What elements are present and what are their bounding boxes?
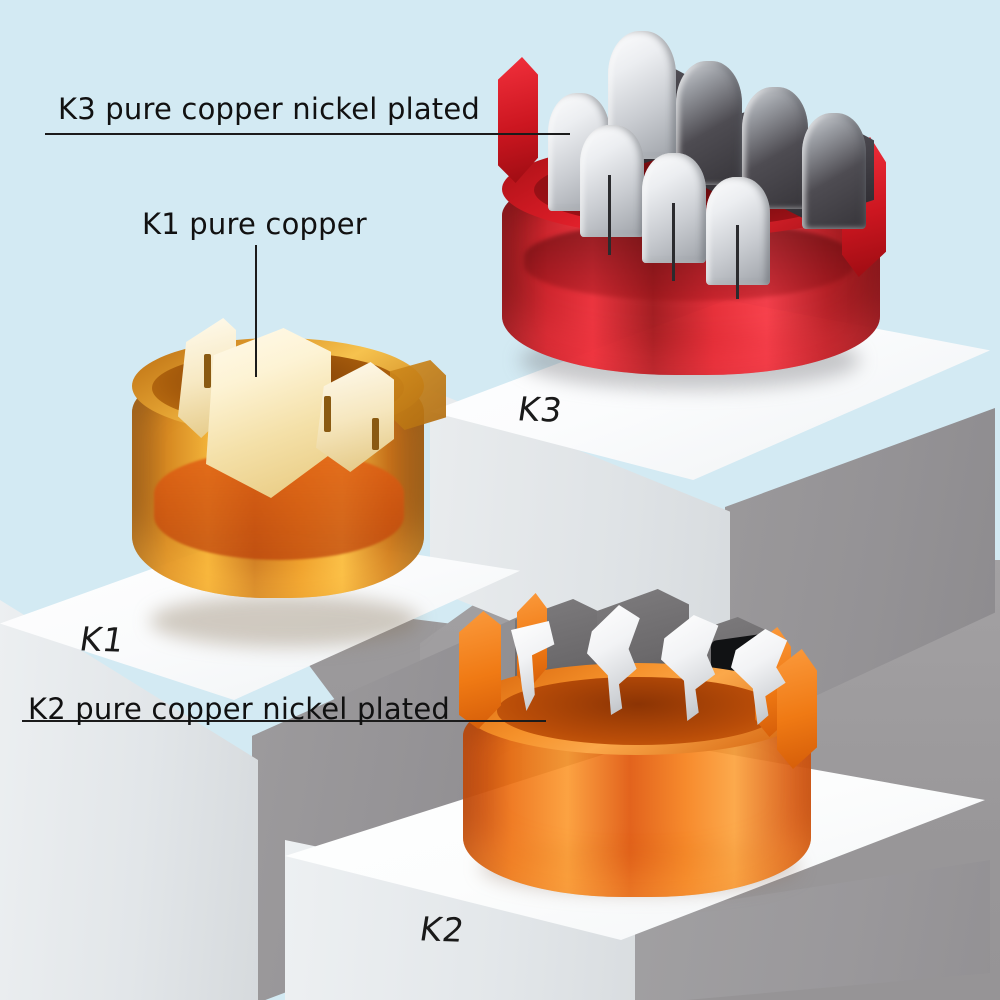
connector-k3-pin-1 <box>608 175 611 255</box>
leader-line-k1 <box>255 245 257 377</box>
annotation-label-k2: K2 pure copper nickel plated <box>28 692 451 726</box>
connector-k1-side-tab <box>390 360 446 430</box>
connector-k3-blade-front-1 <box>580 125 644 237</box>
connector-k3 <box>490 25 900 385</box>
connector-k2-wall-right <box>777 649 817 769</box>
connector-k3-wall-left <box>498 57 538 183</box>
caption-k2: K2 <box>417 909 468 950</box>
leader-line-k3 <box>45 133 570 135</box>
connector-k3-pin-2 <box>672 203 675 281</box>
connector-k1-slot-3 <box>372 418 379 450</box>
leader-line-k2 <box>22 720 546 722</box>
caption-k1: K1 <box>77 619 128 660</box>
annotation-label-k3: K3 pure copper nickel plated <box>58 92 481 126</box>
annotation-label-k1: K1 pure copper <box>142 207 367 241</box>
connector-k2-wall-left <box>459 611 501 729</box>
connector-k3-blade-back-5 <box>802 113 866 229</box>
connector-k1-slot-1 <box>204 354 211 388</box>
shadow-k1 <box>150 595 420 647</box>
connector-k2-cavity <box>497 677 779 745</box>
connector-k1 <box>128 300 446 640</box>
connector-k1-slot-2 <box>324 396 331 432</box>
caption-k3: K3 <box>515 389 566 430</box>
connector-k3-pin-3 <box>736 225 739 299</box>
connector-k2 <box>455 585 820 905</box>
